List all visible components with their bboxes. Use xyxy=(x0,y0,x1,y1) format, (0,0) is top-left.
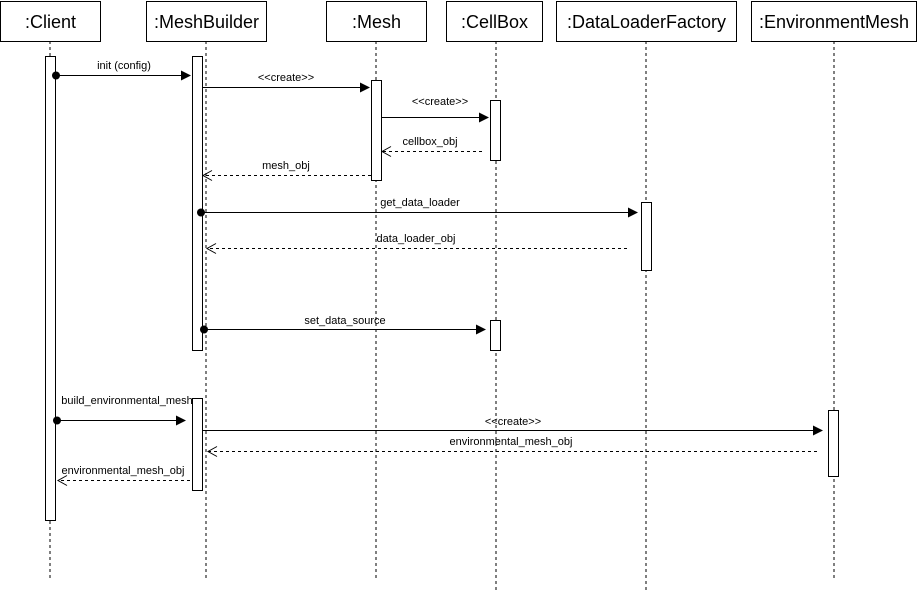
message-found-sync[interactable]: set_data_source xyxy=(200,315,486,335)
activation-bar-client xyxy=(45,56,56,521)
activation-bar-mesh xyxy=(371,80,382,181)
message-return[interactable]: cellbox_obj xyxy=(380,136,482,157)
message-return[interactable]: environmental_mesh_obj xyxy=(206,436,817,457)
message-label: <<create>> xyxy=(485,416,541,428)
participant-meshbuilder[interactable]: :MeshBuilder xyxy=(146,1,267,42)
message-label: init (config) xyxy=(97,60,151,72)
participant-label: :EnvironmentMesh xyxy=(759,12,909,32)
message-label: mesh_obj xyxy=(262,160,310,172)
found-message-dot-icon xyxy=(197,208,205,217)
activation-bar-dlf xyxy=(641,202,652,271)
message-label: build_environmental_mesh xyxy=(61,395,192,407)
message-found-sync[interactable]: build_environmental_mesh xyxy=(53,395,193,426)
activation-bar-meshbuilder xyxy=(192,56,203,351)
participant-envmesh[interactable]: :EnvironmentMesh xyxy=(751,1,917,42)
message-label: <<create>> xyxy=(258,72,314,84)
open-arrowhead-icon xyxy=(205,243,217,254)
found-message-dot-icon xyxy=(52,71,60,80)
message-label: environmental_mesh_obj xyxy=(450,436,573,448)
message-label: environmental_mesh_obj xyxy=(62,465,185,477)
message-found-sync[interactable]: get_data_loader xyxy=(197,197,638,218)
participant-label: :Client xyxy=(25,12,76,32)
open-arrowhead-icon xyxy=(201,170,213,181)
open-arrowhead-icon xyxy=(56,475,68,486)
open-arrowhead-icon xyxy=(380,146,392,157)
participant-box[interactable] xyxy=(446,1,543,42)
message-return[interactable]: mesh_obj xyxy=(201,160,371,181)
found-message-dot-icon xyxy=(200,325,208,334)
participant-mesh[interactable]: :Mesh xyxy=(326,1,427,42)
message-found-sync[interactable]: init (config) xyxy=(52,60,191,81)
message-sync[interactable]: <<create>> xyxy=(381,96,489,123)
participant-dlf[interactable]: :DataLoaderFactory xyxy=(556,1,737,42)
message-label: get_data_loader xyxy=(380,197,460,209)
message-sync[interactable]: <<create>> xyxy=(202,416,823,436)
participant-box[interactable] xyxy=(751,1,917,42)
participant-cellbox[interactable]: :CellBox xyxy=(446,1,543,42)
activation-bar-meshbuilder xyxy=(192,398,203,491)
participant-label: :Mesh xyxy=(352,12,401,32)
message-sync[interactable]: <<create>> xyxy=(202,72,370,93)
participant-box[interactable] xyxy=(556,1,737,42)
participant-client[interactable]: :Client xyxy=(0,1,101,42)
participant-box[interactable] xyxy=(326,1,427,42)
participant-label: :DataLoaderFactory xyxy=(567,12,726,32)
message-return[interactable]: environmental_mesh_obj xyxy=(56,465,190,486)
participant-label: :MeshBuilder xyxy=(154,12,259,32)
message-label: data_loader_obj xyxy=(377,233,456,245)
message-label: cellbox_obj xyxy=(402,136,457,148)
message-return[interactable]: data_loader_obj xyxy=(205,233,627,254)
participant-label: :CellBox xyxy=(461,12,528,32)
message-label: set_data_source xyxy=(304,315,385,327)
message-label: <<create>> xyxy=(412,96,468,108)
participant-box[interactable] xyxy=(0,1,101,42)
activation-bar-cellbox xyxy=(490,320,501,351)
activation-bar-envmesh xyxy=(828,410,839,477)
participant-box[interactable] xyxy=(146,1,267,42)
activation-bar-cellbox xyxy=(490,100,501,161)
found-message-dot-icon xyxy=(53,416,61,425)
